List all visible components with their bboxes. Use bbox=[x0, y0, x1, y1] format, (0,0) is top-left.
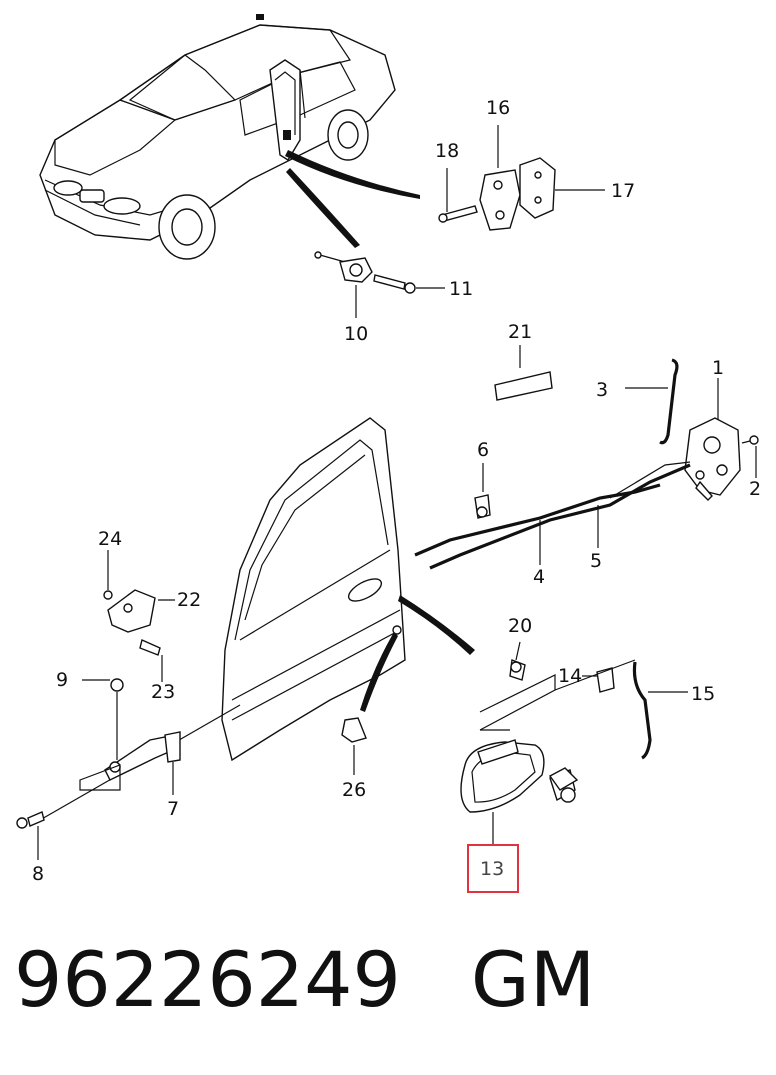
highlighted-callout: 13 bbox=[467, 844, 519, 893]
callout-6: 6 bbox=[477, 439, 489, 461]
exploded-parts-diagram: 1 2 3 4 5 6 7 8 9 10 11 14 15 16 17 18 2… bbox=[16, 14, 761, 893]
callout-9: 9 bbox=[56, 669, 68, 691]
outside-door-handle bbox=[460, 641, 688, 845]
callout-18: 18 bbox=[435, 140, 459, 162]
callout-23: 23 bbox=[151, 681, 175, 703]
callout-13: 13 bbox=[480, 858, 504, 880]
part-number-bar: 96226249 GM bbox=[14, 930, 714, 1030]
lower-hinge bbox=[103, 550, 175, 682]
callout-26: 26 bbox=[342, 779, 366, 801]
callout-17: 17 bbox=[611, 180, 635, 202]
highlight-box bbox=[467, 844, 519, 893]
door-check-strap bbox=[16, 678, 241, 860]
callout-10: 10 bbox=[344, 323, 368, 345]
callout-14: 14 bbox=[558, 665, 582, 687]
callout-4: 4 bbox=[533, 566, 545, 588]
callout-labels: 1 2 3 4 5 6 7 8 9 10 11 14 15 16 17 18 2… bbox=[32, 97, 761, 885]
brand-name: GM bbox=[470, 935, 596, 1024]
callout-15: 15 bbox=[691, 683, 715, 705]
lock-rods bbox=[414, 461, 691, 570]
door-lock-assembly bbox=[625, 358, 759, 501]
callout-21: 21 bbox=[508, 321, 532, 343]
door-shell bbox=[221, 417, 475, 762]
callout-3: 3 bbox=[596, 379, 608, 401]
rubber-stopper bbox=[341, 717, 367, 743]
callout-24: 24 bbox=[98, 528, 122, 550]
part-number: 96226249 bbox=[14, 935, 401, 1024]
door-check-pin bbox=[314, 251, 445, 318]
rod-clip bbox=[474, 463, 491, 519]
callout-7: 7 bbox=[167, 798, 179, 820]
callout-5: 5 bbox=[590, 550, 602, 572]
callout-20: 20 bbox=[508, 615, 532, 637]
callout-11: 11 bbox=[449, 278, 473, 300]
hinge-assembly bbox=[438, 125, 605, 231]
callout-8: 8 bbox=[32, 863, 44, 885]
callout-22: 22 bbox=[177, 589, 201, 611]
callout-1: 1 bbox=[712, 357, 724, 379]
callout-16: 16 bbox=[486, 97, 510, 119]
car-illustration bbox=[39, 14, 420, 260]
pad-part bbox=[494, 371, 553, 401]
callout-2: 2 bbox=[749, 478, 761, 500]
